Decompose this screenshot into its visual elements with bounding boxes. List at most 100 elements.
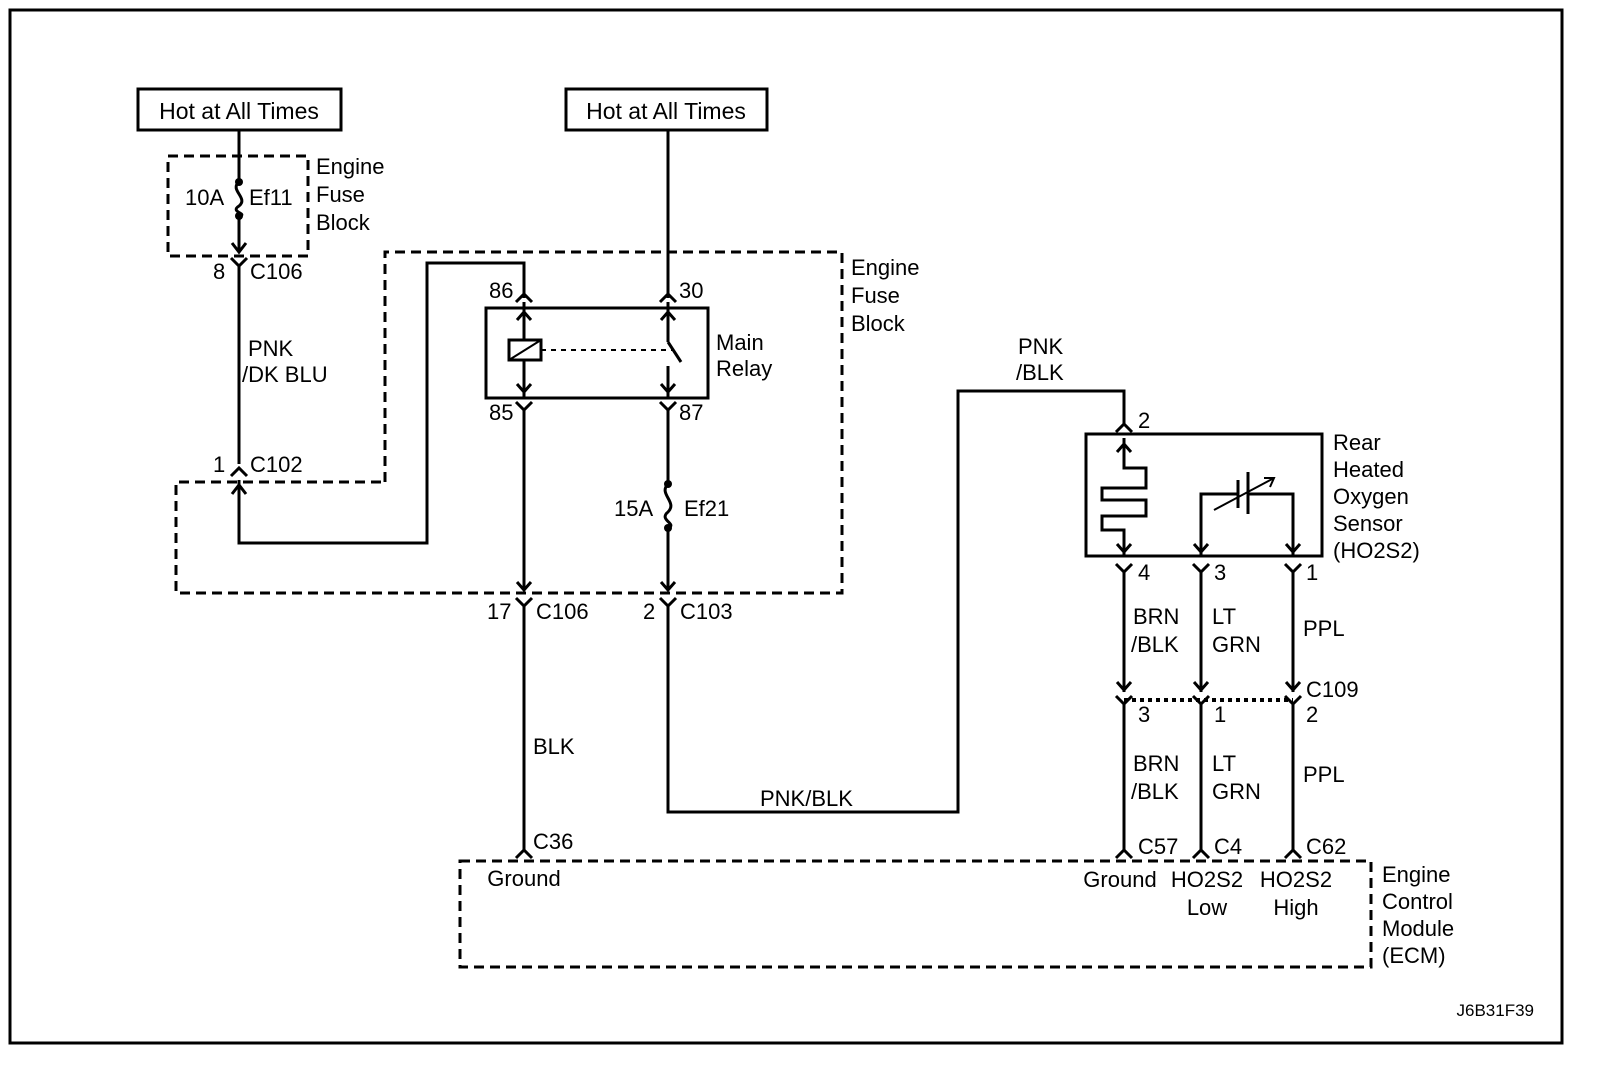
connector-c106-bottom-symbol [514, 596, 534, 616]
relay-pin-30-label: 30 [679, 278, 703, 303]
engine-fuse-block-top: Engine Fuse Block [166, 154, 385, 258]
sensor-pin-1-label: 1 [1306, 560, 1318, 585]
arrow-ef21-down [659, 581, 677, 593]
connector-c109-name: C109 [1306, 677, 1359, 702]
ecm-ho2s2-high-2: High [1273, 895, 1318, 920]
sensor-pin-4-label: 4 [1138, 560, 1150, 585]
connector-c103-symbol [658, 596, 678, 616]
relay-switch-arrow-down [659, 383, 677, 395]
arrow-c102-up [230, 482, 248, 495]
connector-c36-name: C36 [533, 829, 573, 854]
fuse-ef21-element [663, 482, 673, 530]
fuse-block-main-label-2: Fuse [851, 283, 900, 308]
main-relay: 86 30 Main Relay 85 87 [484, 278, 772, 425]
connector-c109: C109 3 1 2 [1114, 677, 1359, 727]
wire-brn-blk-upper-label-2: /BLK [1131, 632, 1179, 657]
relay-label-1: Main [716, 330, 764, 355]
connector-c106-bottom-pin: 17 [487, 599, 511, 624]
sensor-label-1: Rear [1333, 430, 1381, 455]
connector-c62-name: C62 [1306, 834, 1346, 859]
figure-id: J6B31F39 [1457, 1001, 1535, 1020]
rear-heated-oxygen-sensor: 2 Rear Heated Oxygen Sensor (HO2S2) [1084, 408, 1420, 563]
wire-blk-label: BLK [533, 734, 575, 759]
wire-lt-grn-lower-label-1: LT [1212, 751, 1236, 776]
fuse-ef21-rating: 15A [614, 496, 653, 521]
wire-c102-to-relay-86 [237, 261, 526, 545]
sensor-heater-arrow-up [1115, 441, 1133, 453]
connector-c103-pin: 2 [643, 599, 655, 624]
relay-coil-slash [508, 339, 542, 361]
wire-ppl-upper-label: PPL [1303, 616, 1345, 641]
arrow-ef11-down [230, 242, 248, 255]
connector-c109-bottom-pin-brn: 3 [1138, 702, 1150, 727]
fuse-block-top-label-1: Engine [316, 154, 385, 179]
wire-pnk-blk [666, 389, 1126, 814]
relay-pin-85-symbol [514, 400, 534, 413]
diagram-frame [8, 8, 1564, 1045]
relay-pin-30-symbol [658, 291, 678, 304]
hot-at-all-times-box-right [564, 87, 769, 132]
sensor-label-4: Sensor [1333, 511, 1403, 536]
sensor-label-5: (HO2S2) [1333, 538, 1420, 563]
connector-c103-name: C103 [680, 599, 733, 624]
engine-control-module: Ground Ground HO2S2 Low HO2S2 High Engin… [458, 859, 1454, 969]
fuse-ef21: 15A Ef21 [614, 480, 729, 532]
wire-pnk-blk-top-label-1: PNK [1018, 334, 1064, 359]
ecm-label-1: Engine [1382, 862, 1451, 887]
connector-c57-name: C57 [1138, 834, 1178, 859]
connector-c36-symbol [514, 847, 534, 860]
sensor-heater-arrow-down [1115, 543, 1133, 555]
fuse-ef11-name: Ef11 [249, 185, 293, 210]
fuse-ef11-element [234, 180, 244, 218]
arrow-lt-grn-upper [1192, 681, 1210, 693]
sensor-cell-arrow-right [1284, 543, 1302, 555]
connector-c109-pin-lt-grn [1191, 694, 1211, 714]
connector-c106-top-name: C106 [250, 259, 303, 284]
relay-coil-arrow-down [515, 383, 533, 395]
ecm-ho2s2-low-2: Low [1187, 895, 1227, 920]
ecm-ground-right: Ground [1083, 867, 1156, 892]
sensor-label-3: Oxygen [1333, 484, 1409, 509]
fuse-block-top-label-2: Fuse [316, 182, 365, 207]
relay-coil-arrow-up [515, 309, 533, 321]
relay-pin-87-symbol [658, 400, 678, 413]
connector-c102-symbol [229, 465, 249, 478]
wire-brn-blk-lower-label-1: BRN [1133, 751, 1179, 776]
ecm-label-2: Control [1382, 889, 1453, 914]
ecm-label-4: (ECM) [1382, 943, 1446, 968]
wire-pnk-dk-blu-label-1: PNK [248, 336, 294, 361]
fuse-block-main-label-3: Block [851, 311, 906, 336]
relay-pin-87-label: 87 [679, 400, 703, 425]
fuse-ef11-rating: 10A [185, 185, 224, 210]
wire-lt-grn-lower-label-2: GRN [1212, 779, 1261, 804]
engine-fuse-block-main: Engine Fuse Block [174, 250, 920, 595]
wire-pnk-dk-blu-label-2: /DK BLU [242, 362, 328, 387]
sensor-cell-wire-right [1248, 492, 1295, 556]
connector-c102-pin: 1 [213, 452, 225, 477]
arrow-brn-upper [1115, 681, 1133, 693]
hot-at-all-times-label-left: Hot at All Times [159, 98, 319, 124]
wire-pnk-blk-top-label-2: /BLK [1016, 360, 1064, 385]
connector-c106-top-symbol [229, 256, 249, 276]
arrow-ppl-upper [1284, 681, 1302, 693]
power-source-right: Hot at All Times [564, 87, 769, 132]
connector-c62-symbol [1283, 847, 1303, 860]
connector-c4-symbol [1191, 847, 1211, 860]
connector-c109-pin-ppl [1283, 694, 1303, 714]
sensor-label-2: Heated [1333, 457, 1404, 482]
sensor-variable-arrow [1213, 477, 1276, 511]
hot-at-all-times-label-right: Hot at All Times [586, 98, 746, 124]
connector-c106-top-pin: 8 [213, 259, 225, 284]
ecm-outline [458, 859, 1373, 969]
fuse-ef11: 10A Ef11 [185, 178, 293, 220]
ecm-ho2s2-low-1: HO2S2 [1171, 867, 1243, 892]
relay-label-2: Relay [716, 356, 772, 381]
fuse-ef21-name: Ef21 [684, 496, 729, 521]
connector-c4-name: C4 [1214, 834, 1242, 859]
sensor-pin-2-symbol [1114, 421, 1134, 434]
sensor-pin-3-symbol [1191, 562, 1211, 582]
connector-c106-bottom-name: C106 [536, 599, 589, 624]
fuse-block-top-label-3: Block [316, 210, 371, 235]
wire-brn-blk-upper-label-1: BRN [1133, 604, 1179, 629]
